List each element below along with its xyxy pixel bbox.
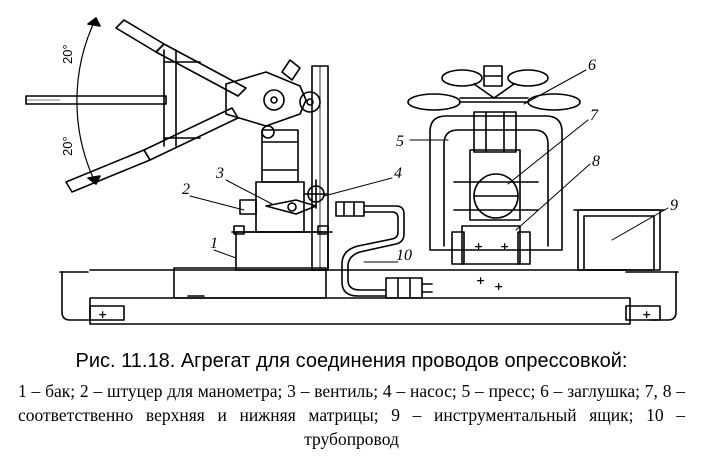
label-5: 5: [396, 133, 404, 150]
pump-column: [312, 66, 328, 270]
left-foot-bracket: +: [90, 306, 124, 321]
pipeline: [336, 202, 432, 298]
press: [430, 112, 562, 250]
label-10: 10: [396, 247, 412, 264]
right-foot-bracket: +: [626, 306, 660, 321]
plus-mark: +: [98, 308, 107, 321]
plus-mark: +: [494, 280, 503, 293]
angle-label-lower: 20°: [60, 136, 75, 156]
tool-box: [574, 210, 664, 270]
caption-title: Рис. 11.18. Агрегат для соединения прово…: [75, 350, 628, 372]
label-7: 7: [590, 107, 599, 124]
plus-mark: +: [474, 240, 483, 253]
figure-caption: Рис. 11.18. Агрегат для соединения прово…: [0, 347, 703, 451]
plus-mark: +: [476, 274, 485, 287]
tank: [174, 226, 332, 298]
label-4: 4: [394, 165, 402, 182]
lever-assembly: [26, 20, 320, 192]
label-8: 8: [592, 153, 600, 170]
caption-legend: 1 – бак; 2 – штуцер для манометра; 3 – в…: [18, 381, 685, 449]
upper-die: [454, 174, 538, 218]
label-9: 9: [670, 197, 678, 214]
machine-diagram: + +: [0, 0, 703, 345]
label-1: 1: [210, 235, 218, 252]
base-frame: [60, 270, 678, 324]
label-6: 6: [588, 57, 596, 74]
plus-mark: +: [642, 308, 651, 321]
lower-die: + + + +: [452, 226, 530, 293]
pump-body: [240, 130, 328, 232]
leader-lines: [190, 70, 668, 262]
angle-indicator: 20° 20°: [26, 18, 100, 184]
label-2: 2: [182, 181, 190, 198]
part-labels: 1 2 3 4 5 6 7 8 9 10: [182, 57, 678, 264]
angle-label-upper: 20°: [60, 44, 75, 64]
plus-mark: +: [500, 240, 509, 253]
label-3: 3: [215, 165, 224, 182]
